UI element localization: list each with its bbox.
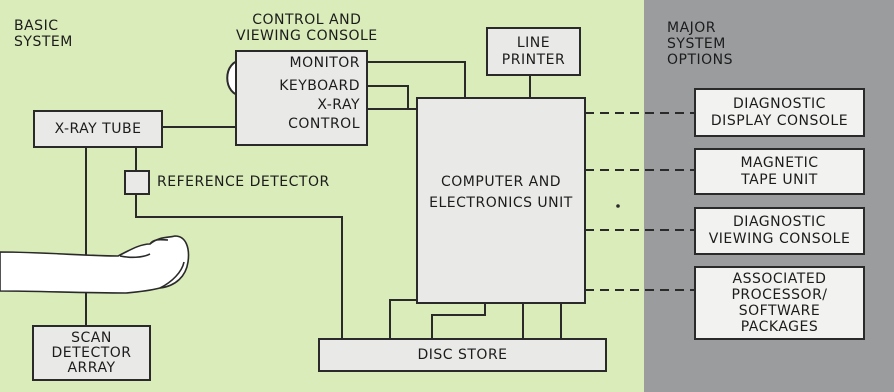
control-console-title-line1: CONTROL AND bbox=[252, 12, 362, 28]
reference-detector-label: REFERENCE DETECTOR bbox=[157, 174, 330, 190]
computer-unit-box: COMPUTER AND ELECTRONICS UNIT bbox=[416, 97, 586, 304]
reference-detector-box bbox=[124, 170, 150, 195]
line-printer-label-line2: PRINTER bbox=[501, 51, 566, 68]
basic-system-label-line1: BASIC bbox=[14, 18, 59, 34]
computer-label-line1: COMPUTER AND bbox=[441, 173, 561, 190]
connector-disc-1 bbox=[389, 299, 416, 338]
option-1-line1: DIAGNOSTIC bbox=[733, 95, 826, 112]
options-label-line2: SYSTEM bbox=[667, 36, 726, 52]
option-diagnostic-display-console: DIAGNOSTIC DISPLAY CONSOLE bbox=[694, 88, 865, 137]
option-2-line2: TAPE UNIT bbox=[741, 171, 818, 188]
connector-refdet-disc bbox=[135, 194, 343, 338]
options-label-line3: OPTIONS bbox=[667, 52, 734, 68]
computer-label-line2: ELECTRONICS UNIT bbox=[429, 194, 573, 211]
option-4-line4: PACKAGES bbox=[740, 319, 819, 335]
option-diagnostic-viewing-console: DIAGNOSTIC VIEWING CONSOLE bbox=[694, 207, 865, 255]
connector-lines bbox=[85, 61, 562, 338]
option-3-line2: VIEWING CONSOLE bbox=[708, 231, 851, 247]
connector-keyboard bbox=[367, 85, 409, 109]
option-associated-processor-software: ASSOCIATED PROCESSOR/ SOFTWARE PACKAGES bbox=[694, 266, 865, 340]
control-console-box: MONITOR KEYBOARD X-RAY CONTROL bbox=[235, 50, 368, 146]
console-control-label: CONTROL bbox=[288, 116, 360, 132]
option-4-line2: PROCESSOR/ bbox=[731, 287, 828, 303]
scan-detector-label-line1: SCAN bbox=[71, 329, 112, 346]
option-4-line1: ASSOCIATED bbox=[732, 271, 827, 287]
basic-system-label-line2: SYSTEM bbox=[14, 34, 73, 50]
control-console-title-line2: VIEWING CONSOLE bbox=[236, 28, 378, 44]
connector-disc-2 bbox=[431, 303, 486, 338]
control-console-title: CONTROL AND VIEWING CONSOLE bbox=[236, 12, 378, 44]
basic-system-label: BASIC SYSTEM bbox=[14, 18, 73, 50]
console-xray-label: X-RAY bbox=[317, 97, 360, 113]
option-1-line2: DISPLAY CONSOLE bbox=[710, 112, 849, 129]
scan-detector-label-line2: DETECTOR bbox=[51, 344, 132, 361]
option-2-line1: MAGNETIC bbox=[740, 154, 819, 171]
dot-mark bbox=[616, 204, 620, 208]
arm-icon bbox=[0, 235, 190, 294]
connector-monitor bbox=[367, 61, 466, 97]
console-keyboard-label: KEYBOARD bbox=[279, 78, 360, 94]
scan-detector-label-line3: ARRAY bbox=[67, 359, 116, 376]
line-printer-label-line1: LINE bbox=[516, 34, 551, 51]
xray-tube-box: X-RAY TUBE bbox=[33, 110, 163, 148]
line-printer-box: LINE PRINTER bbox=[486, 27, 581, 76]
xray-tube-label: X-RAY TUBE bbox=[54, 120, 142, 137]
options-label-line1: MAJOR bbox=[667, 20, 717, 36]
disc-store-label: DISC STORE bbox=[417, 346, 508, 363]
option-3-line1: DIAGNOSTIC bbox=[733, 214, 826, 230]
option-4-line3: SOFTWARE bbox=[738, 303, 821, 319]
console-monitor-label: MONITOR bbox=[289, 55, 360, 71]
option-magnetic-tape-unit: MAGNETIC TAPE UNIT bbox=[694, 148, 865, 195]
scan-detector-box: SCAN DETECTOR ARRAY bbox=[32, 325, 151, 381]
disc-store-box: DISC STORE bbox=[318, 338, 607, 372]
option-connectors bbox=[585, 112, 694, 291]
options-label: MAJOR SYSTEM OPTIONS bbox=[667, 20, 733, 68]
